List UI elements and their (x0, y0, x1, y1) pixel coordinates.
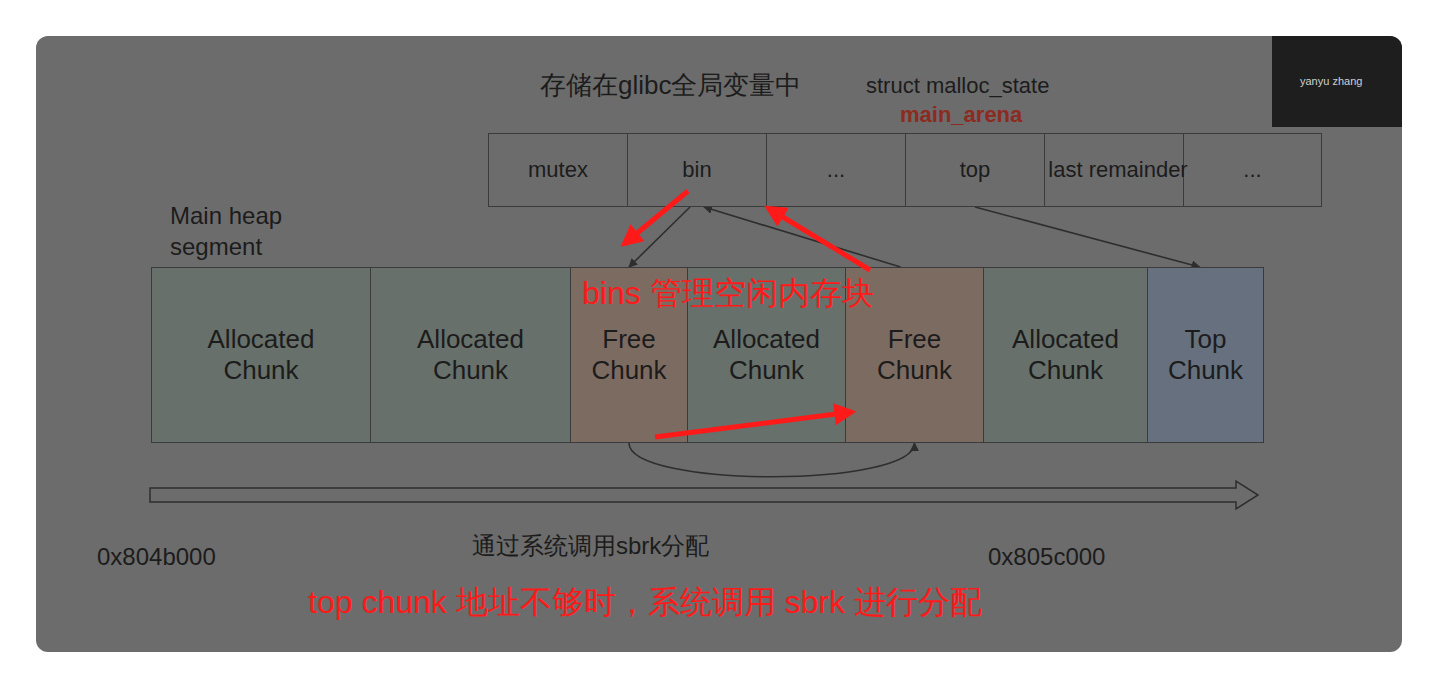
heap-chunk: Allocated Chunk (370, 267, 571, 443)
arena-field: bin (627, 133, 767, 207)
red-arrow (624, 191, 688, 244)
heap-chunk: Allocated Chunk (983, 267, 1148, 443)
address-label: 0x804b000 (97, 543, 216, 572)
note-text: 存储在glibc全局变量中 (540, 70, 801, 101)
box-text: Allocated Chunk (1012, 324, 1119, 386)
address-arrow (150, 481, 1258, 509)
arena-field: top (905, 133, 1045, 207)
arena-field: mutex (488, 133, 628, 207)
heap-chunk: Top Chunk (1147, 267, 1264, 443)
node-group: Main heap segmentAllocated Chunk Allocate… (151, 200, 1264, 443)
address-label: 0x805c000 (988, 543, 1105, 572)
group-heading: main_arena (900, 101, 1022, 130)
watermark: yanyu zhang (1300, 75, 1362, 88)
arena-field: ... (1183, 133, 1322, 207)
annotation-text: top chunk 地址不够时，系统调用 sbrk 进行分配 (308, 583, 982, 621)
red-arrow (655, 412, 852, 437)
box-text: last remainder (1048, 157, 1187, 183)
pointer-arrow (629, 207, 690, 267)
box-text: top (960, 157, 991, 183)
pointer-arrow (629, 443, 915, 477)
box-text: ... (1243, 157, 1261, 183)
box-text: Allocated Chunk (417, 324, 524, 386)
pointer-arrow (975, 207, 1200, 267)
note-text: 通过系统调用sbrk分配 (472, 532, 709, 561)
heap-chunk: Allocated Chunk (151, 267, 371, 443)
group-heading: Main heap segment (170, 200, 320, 262)
arena-field: last remainder (1044, 133, 1192, 207)
box-text: Free Chunk (877, 324, 952, 386)
box-text: Top Chunk (1168, 324, 1243, 386)
box-text: Allocated Chunk (713, 324, 820, 386)
arena-field: ... (766, 133, 906, 207)
group-heading: struct malloc_state (866, 72, 1049, 101)
box-text: Free Chunk (591, 324, 666, 386)
box-text: Allocated Chunk (208, 324, 315, 386)
annotation-text: bins 管理空闲内存块 (582, 274, 874, 312)
box-text: bin (682, 157, 711, 183)
red-arrow (768, 208, 870, 270)
box-text: ... (827, 157, 845, 183)
pointer-arrow (704, 207, 901, 267)
box-text: mutex (528, 157, 588, 183)
